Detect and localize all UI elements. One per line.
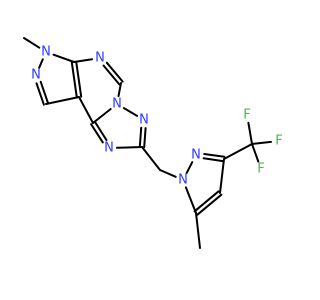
double-bond — [102, 64, 121, 86]
single-bond — [45, 96, 80, 105]
single-bond — [38, 58, 44, 69]
atom-symbol: F — [243, 108, 250, 123]
single-bond — [223, 143, 253, 160]
atom-label-f-2: F — [275, 134, 282, 149]
double-bond — [138, 126, 143, 148]
single-bond — [122, 107, 139, 117]
atom-symbol: F — [257, 162, 264, 177]
single-bond — [117, 82, 122, 98]
double-bond — [196, 193, 223, 216]
double-bond — [75, 60, 83, 98]
double-bond — [35, 82, 45, 106]
atom-label-n-triazole-bottom: N — [104, 141, 114, 156]
atom-symbol: N — [191, 148, 201, 163]
double-bond — [93, 120, 108, 142]
single-bond — [184, 186, 197, 214]
single-bond — [219, 158, 225, 194]
double-bond — [105, 61, 124, 83]
double-bond — [202, 157, 225, 163]
double-bond — [70, 61, 78, 99]
atom-label-n-pyrimidine-top: N — [95, 51, 105, 66]
single-bond — [92, 108, 112, 124]
atom-label-n-pyrazole-a: N — [31, 68, 41, 83]
single-bond — [195, 212, 201, 249]
double-bond — [90, 123, 104, 144]
atom-label-n-pyrazole-b1: N — [178, 173, 188, 188]
bond-lines — [23, 37, 272, 249]
single-bond — [247, 121, 253, 145]
single-bond — [141, 146, 161, 171]
double-bond — [39, 80, 50, 105]
atom-symbol: N — [178, 173, 188, 188]
atom-symbol: N — [112, 97, 122, 112]
atom-symbol: F — [275, 134, 282, 149]
atom-label-f-1: F — [243, 108, 250, 123]
single-bond — [78, 96, 94, 124]
double-bond — [143, 127, 147, 149]
atom-symbol: N — [139, 113, 149, 128]
single-bond — [23, 37, 41, 49]
atom-label-f-3: F — [257, 162, 264, 177]
double-bond — [193, 190, 220, 213]
atom-symbol: N — [31, 68, 41, 83]
atom-label-n-methyl: N — [41, 45, 51, 60]
single-bond — [251, 140, 272, 145]
single-bond — [185, 161, 194, 174]
atom-label-n-triazole-bridge: N — [112, 97, 122, 112]
atom-symbol: N — [104, 141, 114, 156]
atom-label-n-triazole-top: N — [139, 113, 149, 128]
double-bond — [203, 153, 226, 158]
single-bond — [73, 58, 94, 63]
single-bond — [116, 146, 143, 149]
atom-symbol: N — [41, 45, 51, 60]
single-bond — [52, 53, 75, 63]
single-bond — [251, 143, 260, 163]
atom-symbol: N — [95, 51, 105, 66]
single-bond — [159, 169, 177, 178]
atom-label-n-pyrazole-b2: N — [191, 148, 201, 163]
